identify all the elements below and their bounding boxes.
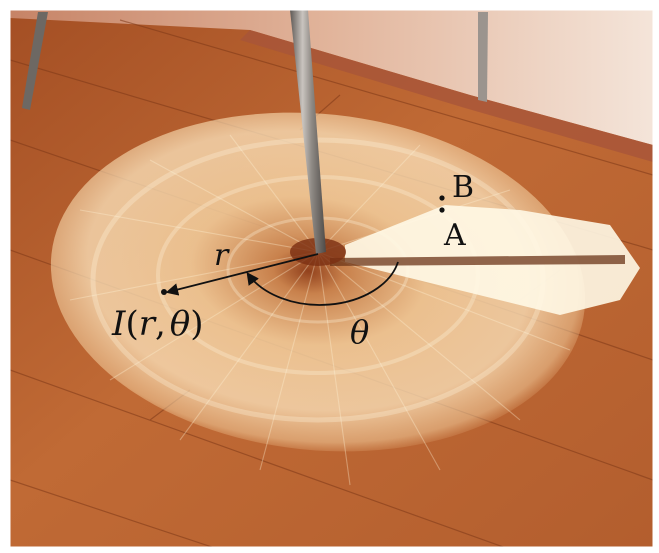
chair-leg-right [478, 12, 488, 102]
label-intensity-r: r [139, 304, 157, 344]
wall [10, 10, 653, 145]
point-I [161, 289, 167, 295]
chair-leg-left [22, 12, 48, 110]
light-disk [50, 112, 586, 452]
label-intensity-open: ( [125, 304, 138, 344]
point-B-dot [439, 195, 445, 201]
label-intensity-comma: , [155, 304, 166, 344]
label-point-A: A [443, 218, 466, 253]
metal-rod [290, 10, 326, 254]
skirting-board [240, 30, 653, 162]
caustic-rays [69, 134, 571, 486]
label-r: r [214, 238, 230, 273]
rod-shadow [330, 255, 625, 266]
theta-arc [246, 261, 399, 306]
photo-frame [9, 9, 654, 548]
point-A-dot [439, 207, 445, 213]
radius-arrow [165, 253, 319, 296]
label-intensity-I: I [111, 304, 126, 344]
label-intensity-close: ) [190, 304, 203, 344]
label-theta: θ [350, 313, 369, 351]
label-intensity-theta: θ [170, 304, 190, 344]
label-intensity: I(r,θ) [111, 304, 204, 344]
label-point-B: B [452, 170, 474, 205]
